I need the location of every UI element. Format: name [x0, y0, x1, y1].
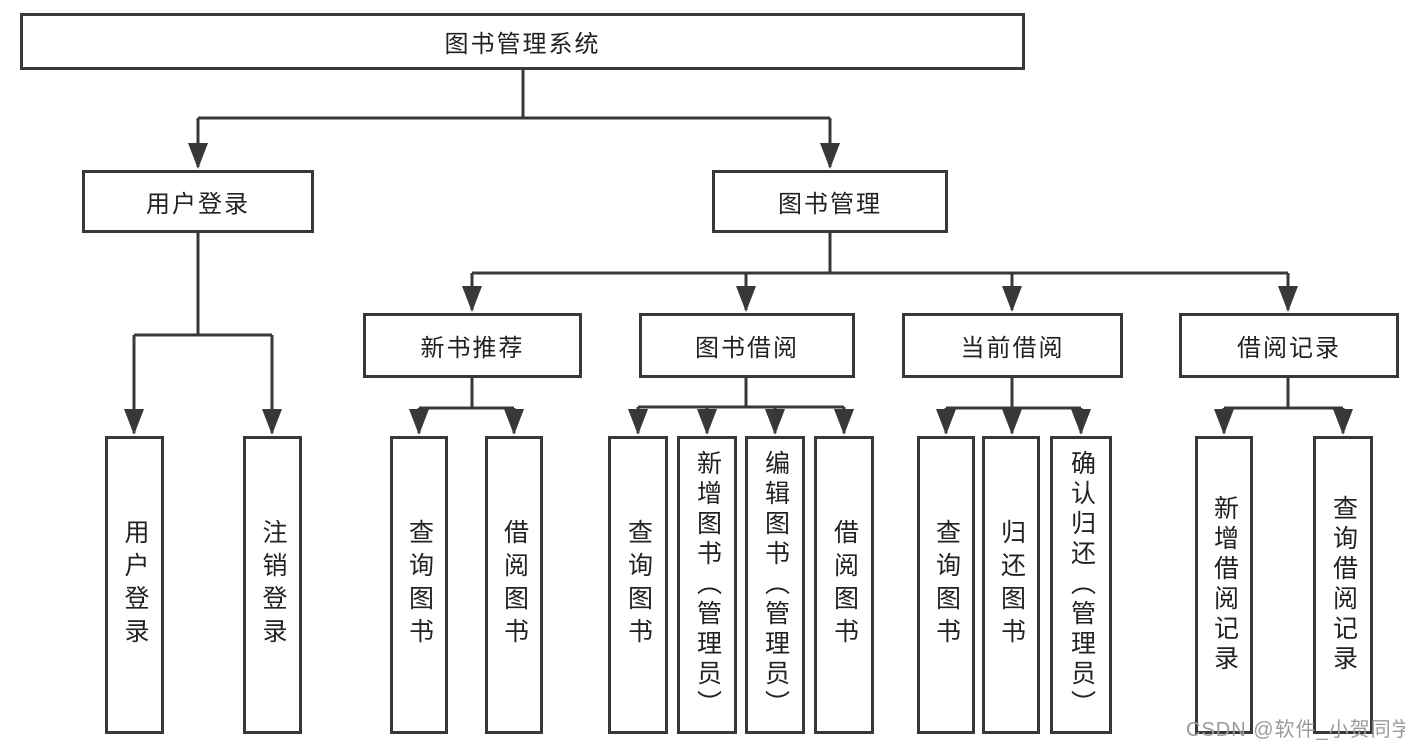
node-label: 新增借阅记录	[1210, 495, 1239, 675]
leaf-borrow-books: 借阅图书	[814, 436, 874, 734]
connector-current-borrow-children	[936, 378, 1091, 435]
leaf-add-borrow-record: 新增借阅记录	[1195, 436, 1253, 734]
node-label: 用户登录	[146, 191, 250, 218]
leaf-query-borrow-record: 查询借阅记录	[1313, 436, 1373, 734]
leaf-confirm-return-admin: 确认归还（管理员）	[1050, 436, 1112, 734]
node-current-borrow: 当前借阅	[902, 313, 1123, 378]
node-borrow-records: 借阅记录	[1179, 313, 1399, 378]
node-label: 借阅图书	[500, 519, 529, 651]
leaf-query-books-borrow: 查询图书	[608, 436, 668, 734]
node-label: 借阅图书	[830, 519, 859, 651]
connector-user-login-children	[124, 233, 282, 435]
node-label: 查询借阅记录	[1329, 495, 1358, 675]
connector-root-to-level2	[188, 70, 840, 169]
leaf-logout: 注销登录	[243, 436, 302, 734]
connector-borrow-records-children	[1214, 378, 1353, 435]
node-label: 编辑图书（管理员）	[761, 450, 790, 720]
node-label: 确认归还（管理员）	[1067, 450, 1096, 720]
node-label: 查询图书	[624, 519, 653, 651]
leaf-query-books-recommend: 查询图书	[390, 436, 448, 734]
leaf-borrow-books-recommend: 借阅图书	[485, 436, 543, 734]
node-label: 查询图书	[405, 519, 434, 651]
node-root-system: 图书管理系统	[20, 13, 1025, 70]
node-label: 图书借阅	[695, 335, 799, 362]
node-label: 新书推荐	[420, 335, 525, 362]
node-label: 查询图书	[932, 519, 961, 651]
connector-book-management-children	[462, 233, 1298, 312]
node-label: 新增图书（管理员）	[693, 450, 722, 720]
node-user-login: 用户登录	[82, 170, 314, 233]
node-book-management: 图书管理	[712, 170, 948, 233]
node-label: 归还图书	[997, 519, 1026, 651]
node-label: 当前借阅	[960, 335, 1065, 362]
node-label: 用户登录	[121, 519, 149, 651]
leaf-query-books-current: 查询图书	[917, 436, 975, 734]
leaf-edit-books-admin: 编辑图书（管理员）	[745, 436, 805, 734]
leaf-add-books-admin: 新增图书（管理员）	[677, 436, 737, 734]
connector-book-borrow-children	[628, 378, 854, 435]
node-label: 图书管理系统	[444, 31, 601, 58]
node-new-book-recommend: 新书推荐	[363, 313, 582, 378]
node-label: 注销登录	[259, 519, 287, 651]
csdn-watermark: CSDN @软件_小贺同学	[1186, 719, 1405, 741]
node-label: 借阅记录	[1237, 335, 1341, 362]
node-book-borrow: 图书借阅	[639, 313, 855, 378]
leaf-user-login: 用户登录	[105, 436, 164, 734]
leaf-return-books: 归还图书	[982, 436, 1040, 734]
connector-new-book-recommend-children	[409, 378, 524, 435]
node-label: 图书管理	[778, 191, 882, 218]
